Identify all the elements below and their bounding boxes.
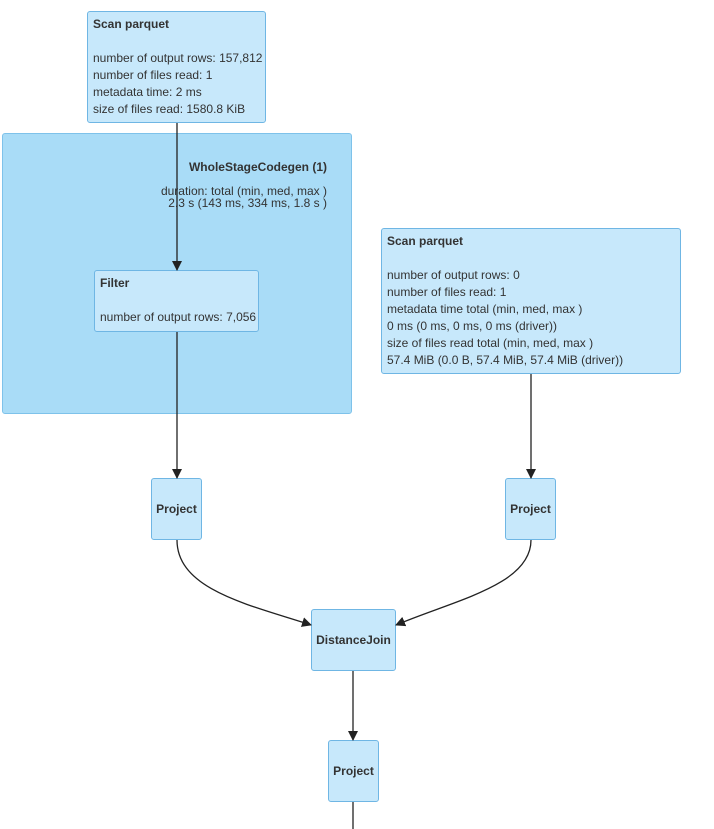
cluster-title: WholeStageCodegen (1) xyxy=(188,160,327,174)
node-title: DistanceJoin xyxy=(316,633,391,647)
edge-project-right-to-join xyxy=(395,539,532,627)
node-metric: 0 ms (0 ms, 0 ms, 0 ms (driver)) xyxy=(387,319,558,333)
node-metric: size of files read: 1580.8 KiB xyxy=(93,102,246,116)
node-title: Scan parquet xyxy=(93,17,170,31)
node-metric: number of output rows: 0 xyxy=(387,268,520,282)
project-node-bottom[interactable]: Project xyxy=(328,740,379,802)
filter-node[interactable]: Filter number of output rows: 7,056 xyxy=(94,270,259,332)
distance-join-node[interactable]: DistanceJoin xyxy=(311,609,396,671)
node-metric: metadata time total (min, med, max ) xyxy=(387,302,583,316)
cluster-metric-label: duration: total (min, med, max ) xyxy=(160,184,327,198)
node-metric: number of output rows: 7,056 xyxy=(100,310,257,324)
node-metric: size of files read total (min, med, max … xyxy=(387,336,594,350)
scan-parquet-node-right[interactable]: Scan parquet number of output rows: 0 nu… xyxy=(381,228,681,374)
node-title: Scan parquet xyxy=(387,234,464,248)
node-metric: number of output rows: 157,812 xyxy=(93,51,263,65)
node-title: Project xyxy=(333,764,374,778)
project-node-right[interactable]: Project xyxy=(505,478,556,540)
node-metric: metadata time: 2 ms xyxy=(93,85,202,99)
node-metric: number of files read: 1 xyxy=(387,285,507,299)
node-title: Project xyxy=(156,502,197,516)
scan-parquet-node-left[interactable]: Scan parquet number of output rows: 157,… xyxy=(87,11,266,123)
node-metric: number of files read: 1 xyxy=(93,68,213,82)
project-node-left[interactable]: Project xyxy=(151,478,202,540)
node-title: Filter xyxy=(100,276,130,290)
edge-project-left-to-join xyxy=(176,539,312,627)
node-metric: 57.4 MiB (0.0 B, 57.4 MiB, 57.4 MiB (dri… xyxy=(387,353,624,367)
cluster-metric-value: 2.3 s (143 ms, 334 ms, 1.8 s ) xyxy=(168,196,327,210)
node-title: Project xyxy=(510,502,551,516)
